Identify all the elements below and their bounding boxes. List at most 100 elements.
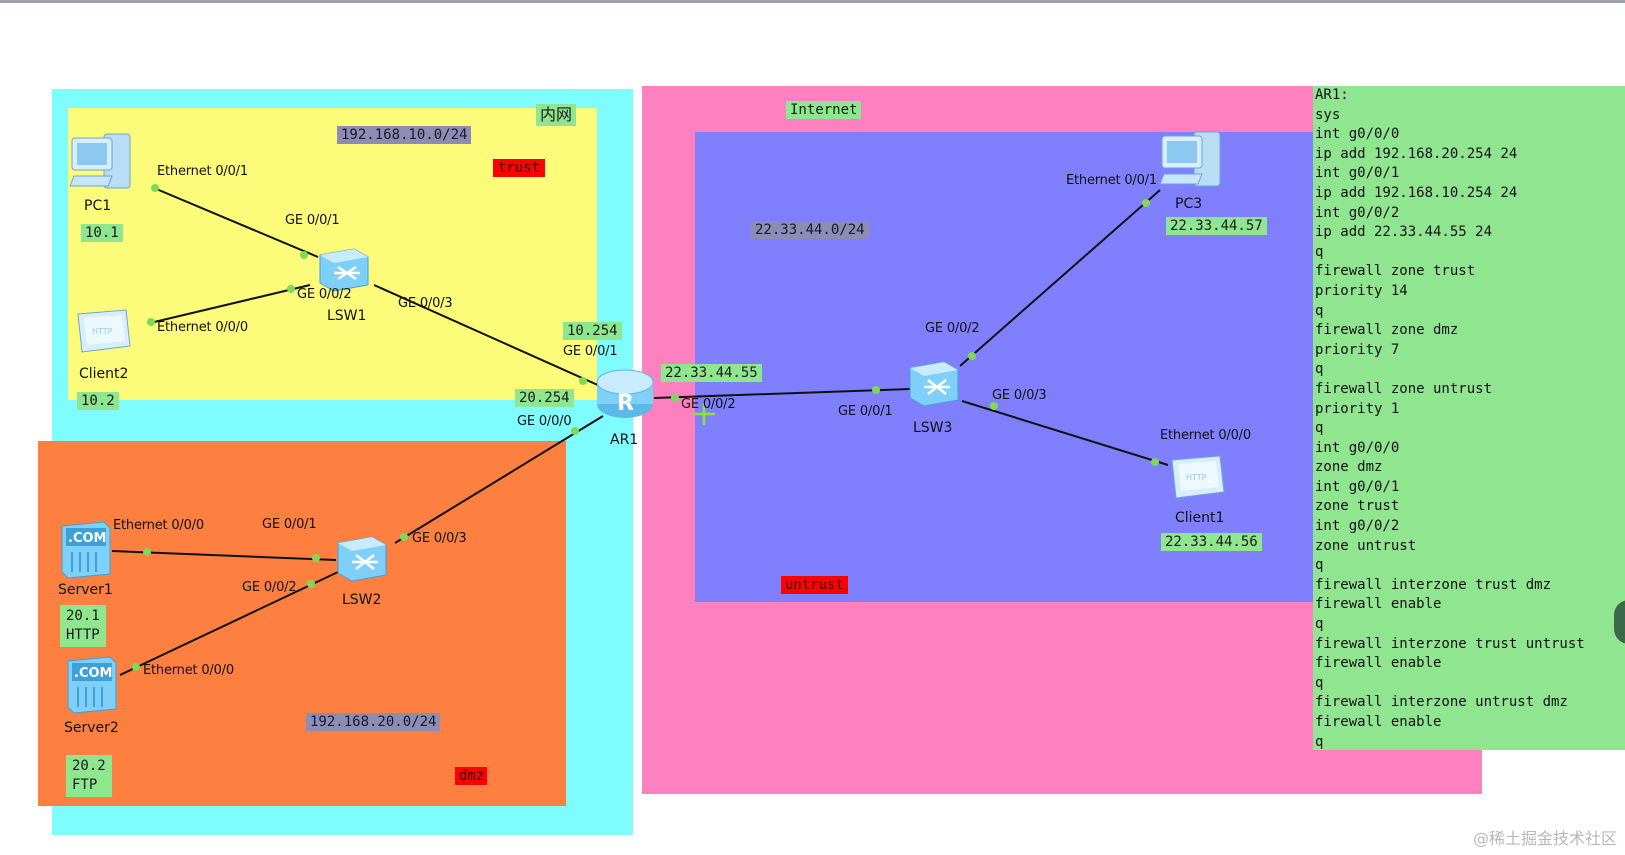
port-dot (968, 352, 976, 360)
config-line: sys (1315, 106, 1341, 123)
config-line: q (1315, 420, 1324, 437)
config-line: int g0/0/1 (1315, 478, 1400, 495)
client1-port: Ethernet 0/0/0 (1160, 428, 1251, 443)
ar1-port-g2: GE 0/0/2 (681, 397, 736, 412)
lsw3-port-2: GE 0/0/2 (925, 321, 980, 336)
intranet-label: 内网 (536, 104, 577, 126)
config-line: ip add 192.168.10.254 24 (1315, 184, 1518, 201)
ar1-ip-g2: 22.33.44.55 (661, 364, 762, 382)
port-dot (151, 184, 159, 192)
svg-text:HTTP: HTTP (92, 327, 113, 336)
lsw2-switch-icon[interactable] (334, 533, 390, 585)
config-line: firewall enable (1315, 655, 1442, 672)
port-dot (132, 663, 140, 671)
ar1-router-icon[interactable]: R (594, 366, 656, 422)
server2-info: 20.2 FTP (66, 755, 112, 797)
port-dot (287, 285, 295, 293)
config-line: firewall interzone trust untrust (1315, 635, 1585, 652)
port-dot (1151, 458, 1159, 466)
port-dot (400, 533, 408, 541)
ar1-name: AR1 (610, 432, 639, 448)
port-dot (143, 548, 151, 556)
port-dot (571, 427, 579, 435)
scroll-handle[interactable] (1614, 600, 1625, 644)
link-ar1-lsw3 (653, 388, 911, 399)
config-line: q (1315, 674, 1324, 691)
config-line: priority 1 (1315, 400, 1400, 417)
config-line: AR1: (1315, 87, 1349, 103)
config-line: firewall enable (1315, 714, 1442, 730)
config-line: q (1315, 302, 1324, 319)
port-dot (312, 554, 320, 562)
subnet-dmz: 192.168.20.0/24 (306, 713, 441, 731)
pc1-ip: 10.1 (81, 224, 123, 242)
config-line: firewall zone dmz (1315, 322, 1459, 339)
ar1-ip-g0: 20.254 (515, 389, 574, 407)
config-line: q (1315, 361, 1324, 378)
lsw3-port-1: GE 0/0/1 (838, 404, 893, 419)
internet-label: Internet (786, 101, 862, 119)
dmz-zone (38, 441, 566, 806)
config-line: q (1315, 557, 1324, 574)
link-ar1-lsw2 (394, 415, 604, 544)
server1-info: 20.1 HTTP (60, 605, 106, 647)
server1-com-icon[interactable]: .COM (58, 520, 114, 580)
client2-ip: 10.2 (77, 392, 119, 410)
client2-port: Ethernet 0/0/0 (157, 320, 248, 335)
link-lsw3-pc3 (959, 189, 1161, 367)
server1-port: Ethernet 0/0/0 (113, 518, 204, 533)
pc3-icon[interactable] (1158, 128, 1224, 192)
svg-text:.COM: .COM (74, 666, 112, 681)
window-top-border (0, 0, 1625, 3)
watermark: @稀土掘金技术社区 (1472, 829, 1617, 848)
config-line: firewall interzone untrust dmz (1315, 694, 1568, 711)
client2-name: Client2 (79, 366, 129, 382)
svg-text:.COM: .COM (68, 531, 106, 546)
client2-http-icon[interactable]: HTTP (72, 306, 134, 358)
port-dot (579, 377, 587, 385)
port-dot (300, 251, 308, 259)
lsw2-port-3: GE 0/0/3 (412, 531, 467, 546)
config-line: int g0/0/0 (1315, 439, 1400, 456)
server1-name: Server1 (58, 582, 113, 598)
lsw3-name: LSW3 (913, 420, 953, 436)
svg-text:HTTP: HTTP (1186, 473, 1207, 482)
untrust-zone (695, 132, 1315, 602)
link-client2-lsw1 (149, 284, 311, 324)
config-line: ip add 22.33.44.55 24 (1315, 224, 1493, 241)
client1-name: Client1 (1175, 510, 1225, 526)
lsw1-port-2: GE 0/0/2 (297, 287, 352, 302)
config-line: zone untrust (1315, 537, 1417, 554)
config-line: q (1315, 616, 1324, 633)
ar1-ip-g1: 10.254 (563, 322, 622, 340)
lsw1-name: LSW1 (327, 308, 367, 324)
lsw1-port-1: GE 0/0/1 (285, 213, 340, 228)
config-line: firewall interzone trust dmz (1315, 576, 1552, 593)
pc3-name: PC3 (1175, 196, 1203, 212)
lsw2-name: LSW2 (342, 592, 382, 608)
lsw3-switch-icon[interactable] (906, 358, 962, 410)
config-line: int g0/0/1 (1315, 165, 1400, 182)
port-dot (147, 318, 155, 326)
server2-com-icon[interactable]: .COM (64, 655, 120, 715)
lsw1-switch-icon[interactable] (316, 245, 372, 295)
client1-http-icon[interactable]: HTTP (1166, 452, 1228, 504)
port-dot (671, 394, 679, 402)
config-line: int g0/0/0 (1315, 126, 1400, 143)
port-dot (307, 580, 315, 588)
lsw2-port-2: GE 0/0/2 (242, 580, 297, 595)
config-line: zone trust (1315, 498, 1400, 515)
config-line: int g0/0/2 (1315, 204, 1400, 221)
pc3-port: Ethernet 0/0/1 (1066, 173, 1157, 188)
link-lsw1-ar1 (373, 284, 601, 387)
server2-name: Server2 (64, 720, 119, 736)
config-line: int g0/0/2 (1315, 518, 1400, 535)
trust-label: trust (493, 159, 545, 177)
link-lsw3-client1 (961, 400, 1169, 466)
config-line: q (1315, 733, 1324, 750)
pc1-icon[interactable] (68, 130, 134, 194)
config-line: priority 14 (1315, 282, 1408, 299)
config-line: firewall zone untrust (1315, 380, 1493, 397)
